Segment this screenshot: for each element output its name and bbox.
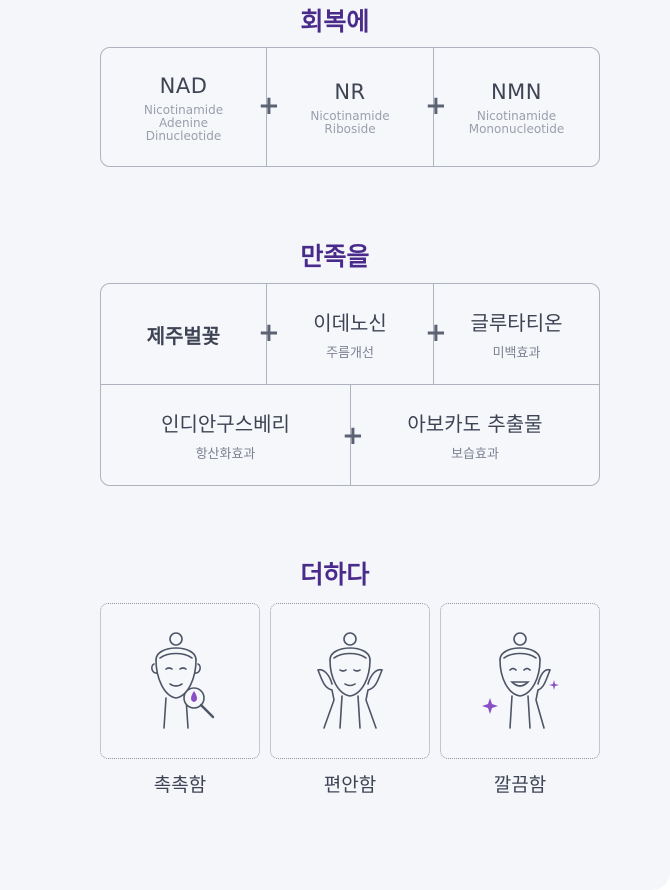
benefit-label: 편안함 [323,774,377,796]
face-sparkle-icon [482,632,559,729]
section-title-satisfaction: 만족을 [300,242,370,271]
ingredient-fullname: Nicotinamide Riboside [310,110,389,136]
ingredient-effect: 보습효과 [451,447,499,462]
divider [101,384,599,385]
plus-icon: + [425,91,447,121]
ingredient-effect: 미백효과 [492,346,541,361]
fullname-line: Nicotinamide [476,109,557,123]
ingredient-name: 제주벌꽃 [146,323,221,348]
ingredient-indian-gooseberry: 인디안구스베리 항산화효과 [101,385,350,485]
fullname-line: Adenine [159,115,208,130]
ingredient-effect: 항산화효과 [195,447,256,462]
ingredient-name: 아보카도 추출물 [407,412,543,436]
divider [266,284,267,384]
ingredient-name: 글루타티온 [470,311,563,335]
fullname-line: Mononucleotide [468,122,565,136]
plus-icon: + [342,421,364,451]
ingredient-glutathione: 글루타티온 미백효과 [434,284,599,384]
fullname-line: Nicotinamide [310,109,390,123]
face-magnifier-drop-icon [151,632,215,729]
face-hands-icon [317,632,383,729]
ingredient-effect: 주름개선 [326,346,374,361]
ingredient-nr: NR Nicotinamide Riboside [267,48,433,166]
divider [350,385,351,485]
benefit-label: 촉촉함 [153,774,207,796]
fullname-line: Nicotinamide [143,102,224,117]
divider [433,48,434,166]
ingredient-nmn: NMN Nicotinamide Mononucleotide [434,48,599,166]
fullname-line: Riboside [324,122,376,136]
ingredient-name: NR [334,80,366,104]
benefit-card-moisture [100,603,260,759]
ingredient-fullname: Nicotinamide Adenine Dinucleotide [143,102,224,143]
ingredient-name: NMN [490,80,543,104]
ingredient-nad: NAD Nicotinamide Adenine Dinucleotide [101,48,266,166]
benefit-label: 깔끔함 [493,774,547,796]
plus-icon: + [425,318,447,348]
plus-icon: + [258,318,280,348]
section-title-plus: 더하다 [300,560,370,589]
ingredient-avocado-extract: 아보카도 추출물 보습효과 [351,385,599,485]
benefit-card-clean [440,603,600,759]
section-title-recovery: 회복에 [300,7,370,36]
ingredient-box-satisfaction: 제주벌꽃 이데노신 주름개선 글루타티온 미백효과 인디안구스베리 항산화효과 … [100,283,600,486]
ingredient-jeju-flower: 제주벌꽃 [101,284,266,384]
fullname-line: Dinucleotide [145,128,222,143]
ingredient-box-recovery: NAD Nicotinamide Adenine Dinucleotide NR… [100,47,600,167]
plus-icon: + [258,91,280,121]
ingredient-adenosine: 이데노신 주름개선 [267,284,433,384]
ingredient-name: NAD [159,73,208,98]
divider [433,284,434,384]
divider [266,48,267,166]
benefit-card-comfort [270,603,430,759]
ingredient-name: 인디안구스베리 [161,412,290,436]
ingredient-fullname: Nicotinamide Mononucleotide [469,110,565,136]
ingredient-name: 이데노신 [313,311,387,335]
